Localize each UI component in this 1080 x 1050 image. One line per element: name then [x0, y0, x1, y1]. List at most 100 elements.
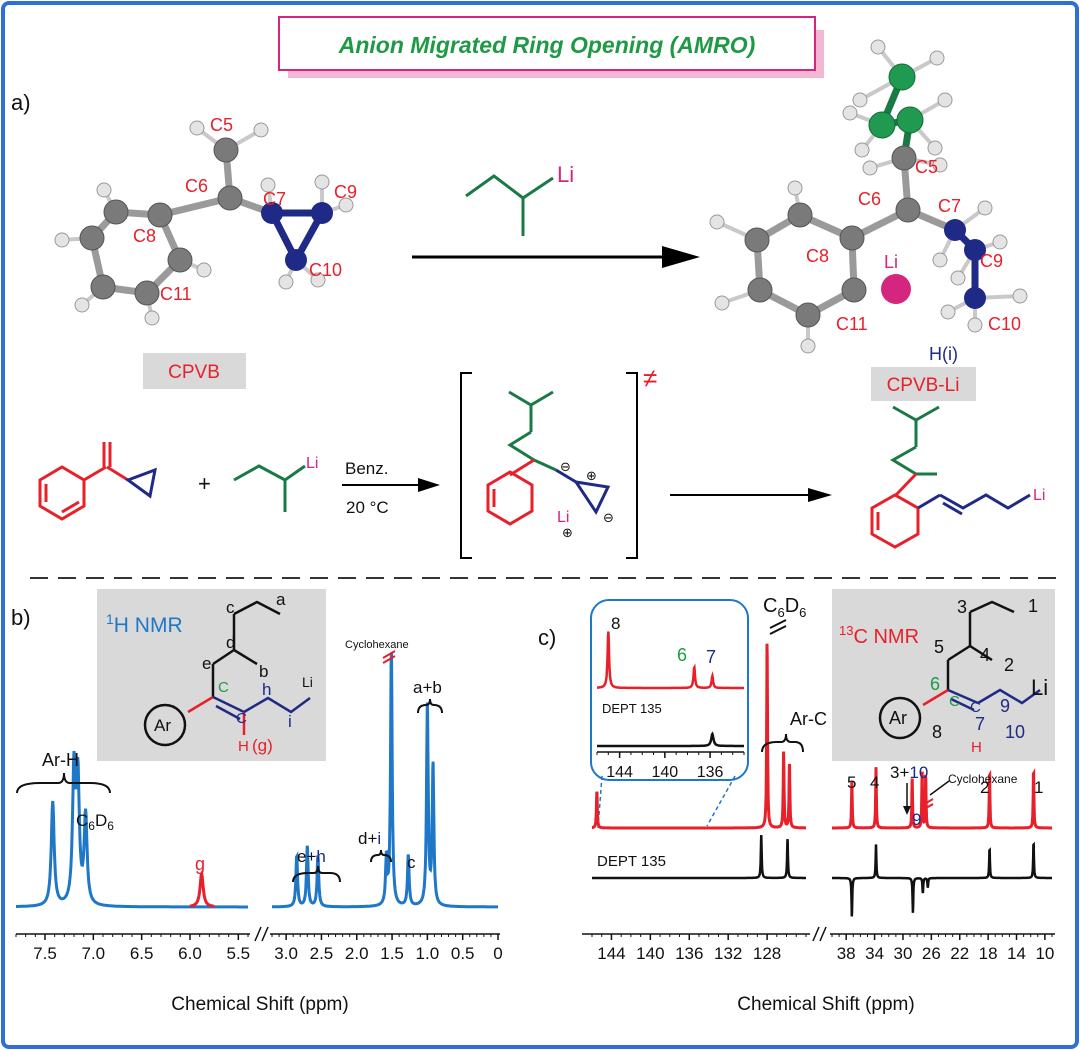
plus-sign: + — [198, 471, 211, 496]
cpvb-li-li-label: Li — [884, 252, 898, 272]
h-nmr-box-structure — [143, 600, 311, 747]
g-peak-label: g — [195, 854, 205, 874]
cpvb-label-box — [143, 353, 246, 389]
c-label-li: Li — [1031, 675, 1048, 700]
c-axis-left-tick-label: 136 — [675, 944, 703, 963]
c-label-1: 1 — [1028, 596, 1038, 616]
h-label-i: i — [288, 712, 292, 731]
c-peak-label: c — [407, 853, 416, 872]
c-nmr-spectrum-left — [591, 643, 806, 830]
c-label-4: 4 — [980, 645, 990, 665]
inset-peak-7: 7 — [706, 647, 716, 667]
c6d6-label-h: C6D6 — [76, 811, 114, 833]
cpvb-li-atom-c7: C7 — [938, 196, 961, 216]
c-axis-left-tick-label: 132 — [714, 944, 742, 963]
c-axis-left-tick-label: 144 — [597, 944, 625, 963]
cpvb-li-atom-c11: C11 — [836, 314, 868, 334]
cpvb-li-label-box — [871, 367, 976, 401]
cpvb-atom-c9: C9 — [334, 182, 357, 202]
h-axis-right-tick-label: 2.0 — [345, 944, 369, 963]
c-peak-3-10-arrow-head — [903, 806, 911, 815]
cpvb-li-label: CPVB-Li — [887, 375, 960, 396]
ar-c-brace — [761, 733, 804, 753]
ar-c-label: Ar-C — [790, 709, 827, 729]
c-peak-1: 1 — [1034, 778, 1043, 797]
ts-charges: ⊖ ⊕ ⊖ ⊕ — [560, 459, 614, 540]
title-text: Anion Migrated Ring Opening (AMRO) — [338, 32, 756, 58]
c-nmr-spectrum-right — [832, 767, 1052, 830]
h-label-h: h — [262, 680, 271, 699]
conditions-arrow-head — [418, 478, 440, 492]
cyclohexane-label-c: Cyclohexane — [948, 772, 1018, 786]
cpvb-li-atom-c6: C6 — [858, 189, 881, 209]
ts-double-dagger: ≠ — [643, 363, 657, 393]
c-label-c-green: C — [949, 693, 960, 710]
h-axis-right-tick-label: 2.5 — [310, 944, 334, 963]
product-li-label: Li — [1033, 487, 1045, 504]
h-nmr-g-peak — [189, 869, 215, 908]
c-peak-9: 9 — [912, 810, 921, 829]
cpvb-atom-c7: C7 — [263, 189, 286, 209]
cyclohexane-break-c — [920, 798, 934, 812]
h-label-b: b — [259, 662, 268, 681]
h-label-c-green: C — [218, 679, 229, 696]
scheme-li-label: Li — [306, 455, 318, 472]
c6d6-break-c — [769, 619, 787, 635]
reagent-li-label: Li — [557, 162, 574, 187]
h-axis-break — [254, 926, 269, 942]
c-label-3: 3 — [957, 597, 967, 617]
svg-text:⊖: ⊖ — [603, 510, 614, 525]
h-i-label: H(i) — [929, 344, 958, 364]
c-nmr-box-structure — [878, 600, 1041, 740]
di-peak-label: d+i — [358, 829, 381, 848]
inset-peak-6: 6 — [677, 645, 687, 665]
h-label-g: (g) — [252, 736, 273, 755]
h-label-c-blue: C — [236, 710, 247, 727]
c-label-c-blue: C — [970, 699, 981, 716]
c-axis-left-tick-label: 128 — [753, 944, 781, 963]
c-inset-axis-tick-label: 136 — [697, 764, 724, 781]
c-dept-spectrum-left — [592, 835, 806, 880]
c-label-8: 8 — [932, 722, 942, 742]
di-brace — [370, 849, 392, 863]
c-axis-left-tick-label: 140 — [636, 944, 664, 963]
reaction-arrow-head — [662, 246, 700, 268]
c-peak-3-10: 3+10 — [890, 763, 928, 782]
cpvb-atom-c8: C8 — [133, 226, 156, 246]
c-nmr-inset-box — [590, 599, 749, 781]
h-axis-left-tick-label: 5.5 — [227, 944, 251, 963]
c-label-5: 5 — [934, 637, 944, 657]
cpvb-li-atom-c10: C10 — [988, 314, 1021, 334]
dept-trace-label: DEPT 135 — [597, 853, 666, 870]
title-box — [278, 16, 816, 71]
inset-dept-label: DEPT 135 — [602, 701, 662, 716]
h-nmr-xlabel: Chemical Shift (ppm) — [171, 994, 348, 1015]
panel-a-label: a) — [11, 90, 31, 115]
c-inset-axis-tick-label: 140 — [651, 764, 678, 781]
sec-butyllithium-scheme — [233, 464, 306, 512]
h-label-c: c — [226, 598, 235, 617]
h-axis-right-tick-label: 1.0 — [416, 944, 440, 963]
ar-h-label: Ar-H — [42, 750, 79, 770]
h-label-h-red: H — [238, 738, 249, 755]
cpvb-skeletal-structure — [38, 442, 157, 521]
c-label-2: 2 — [1004, 655, 1014, 675]
c-axis-break — [812, 926, 827, 942]
h-label-ar: Ar — [154, 716, 171, 735]
c-label-9: 9 — [1000, 696, 1010, 716]
lithium-atom — [881, 274, 911, 304]
product-arrow-head — [808, 488, 832, 502]
conditions-solvent: Benz. — [345, 459, 388, 478]
c-nmr-box-title: 13C NMR — [839, 623, 919, 648]
inset-zoom-lines — [597, 775, 736, 829]
h-nmr-structure-box — [97, 589, 326, 761]
h-label-a: a — [276, 590, 286, 609]
cpvb-atom-c10: C10 — [309, 260, 342, 280]
h-axis-left-tick-label: 7.5 — [33, 944, 57, 963]
panel-b-label: b) — [11, 605, 31, 630]
cpvb-label: CPVB — [168, 362, 220, 383]
